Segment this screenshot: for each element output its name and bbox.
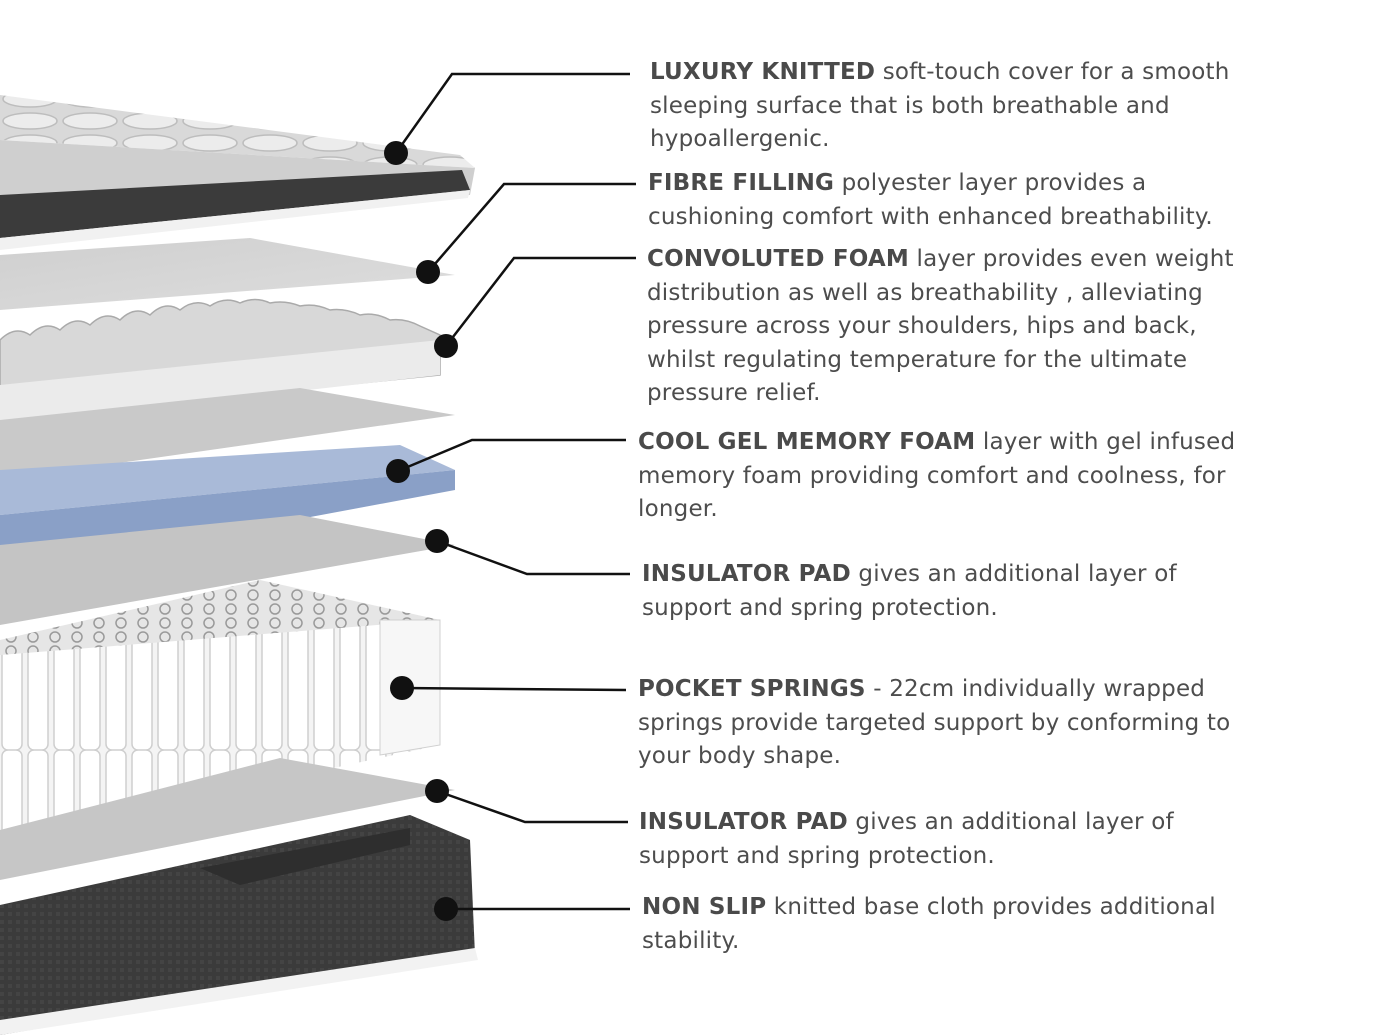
callout-heading: COOL GEL MEMORY FOAM [638, 429, 976, 455]
callout-text: - 22cm individually wrapped [865, 676, 1206, 702]
leader-dot-3 [434, 334, 458, 358]
insulator-pad-layer-top [0, 515, 455, 625]
leader-line-7 [436, 789, 628, 824]
callout-non-slip: NON SLIP knitted base cloth provides add… [642, 891, 1216, 958]
callout-heading: CONVOLUTED FOAM [647, 246, 909, 272]
pad-layer [0, 388, 455, 480]
leader-line-3 [445, 256, 636, 347]
callout-text: knitted base cloth provides additional [766, 894, 1216, 920]
leader-dot-4 [386, 459, 410, 483]
callout-convoluted-foam: CONVOLUTED FOAM layer provides even weig… [647, 243, 1234, 411]
callout-text: stability. [642, 927, 740, 954]
callout-text: springs provide targeted support by conf… [638, 709, 1231, 736]
pocket-springs-layer [0, 580, 441, 840]
callout-text: pressure relief. [647, 380, 821, 406]
callout-heading: LUXURY KNITTED [650, 59, 876, 85]
non-slip-base-layer [0, 815, 478, 1035]
callout-insulator-pad-top: INSULATOR PAD gives an additional layer … [642, 558, 1177, 625]
callout-fibre-filling: FIBRE FILLING polyester layer provides a… [648, 167, 1213, 234]
callout-text: gives an additional layer of [850, 561, 1177, 587]
callout-text: support and spring protection. [642, 594, 998, 621]
convoluted-foam-layer [0, 298, 441, 425]
callout-text: layer provides even weight [908, 246, 1234, 272]
callout-text: memory foam providing comfort and coolne… [638, 462, 1226, 489]
insulator-pad-layer-bottom [0, 758, 455, 880]
callout-luxury-knitted: LUXURY KNITTED soft-touch cover for a sm… [650, 56, 1229, 157]
callout-text: whilst regulating temperature for the ul… [647, 346, 1188, 373]
leader-line-4 [397, 438, 626, 473]
leader-dot-2 [416, 260, 440, 284]
callout-text: sleeping surface that is both breathable… [650, 92, 1170, 119]
fibre-filling-layer [0, 238, 455, 310]
leader-dots [384, 141, 458, 921]
callout-text: pressure across your shoulders, hips and… [647, 313, 1197, 339]
callout-cool-gel-memory-foam: COOL GEL MEMORY FOAM layer with gel infu… [638, 426, 1235, 527]
callout-text: soft-touch cover for a smooth [875, 59, 1230, 85]
leader-lines [394, 72, 636, 911]
callout-text: support and spring protection. [639, 842, 995, 869]
callout-text: cushioning comfort with enhanced breatha… [648, 203, 1213, 230]
leader-dot-8 [434, 897, 458, 921]
callout-pocket-springs: POCKET SPRINGS - 22cm individually wrapp… [638, 673, 1230, 774]
luxury-knitted-cover-layer [0, 95, 475, 250]
callout-heading: NON SLIP [642, 894, 767, 920]
leader-line-1 [394, 72, 630, 154]
leader-line-2 [427, 182, 636, 273]
callout-text: layer with gel infused [975, 429, 1236, 455]
callout-text: distribution as well as breathability , … [647, 279, 1203, 306]
leader-dot-5 [425, 529, 449, 553]
leader-line-5 [436, 539, 630, 576]
callout-text: your body shape. [638, 743, 842, 769]
callout-heading: INSULATOR PAD [639, 809, 848, 835]
callout-heading: POCKET SPRINGS [638, 676, 866, 702]
leader-dot-1 [384, 141, 408, 165]
callout-text: hypoallergenic. [650, 126, 830, 152]
callout-heading: INSULATOR PAD [642, 561, 851, 587]
leader-line-6 [401, 686, 627, 692]
callout-text: longer. [638, 496, 718, 522]
callout-heading: FIBRE FILLING [648, 170, 835, 196]
leader-dot-7 [425, 779, 449, 803]
callout-text: polyester layer provides a [834, 170, 1147, 196]
callout-text: gives an additional layer of [847, 809, 1174, 835]
leader-dot-6 [390, 676, 414, 700]
callout-insulator-pad-bottom: INSULATOR PAD gives an additional layer … [639, 806, 1174, 873]
